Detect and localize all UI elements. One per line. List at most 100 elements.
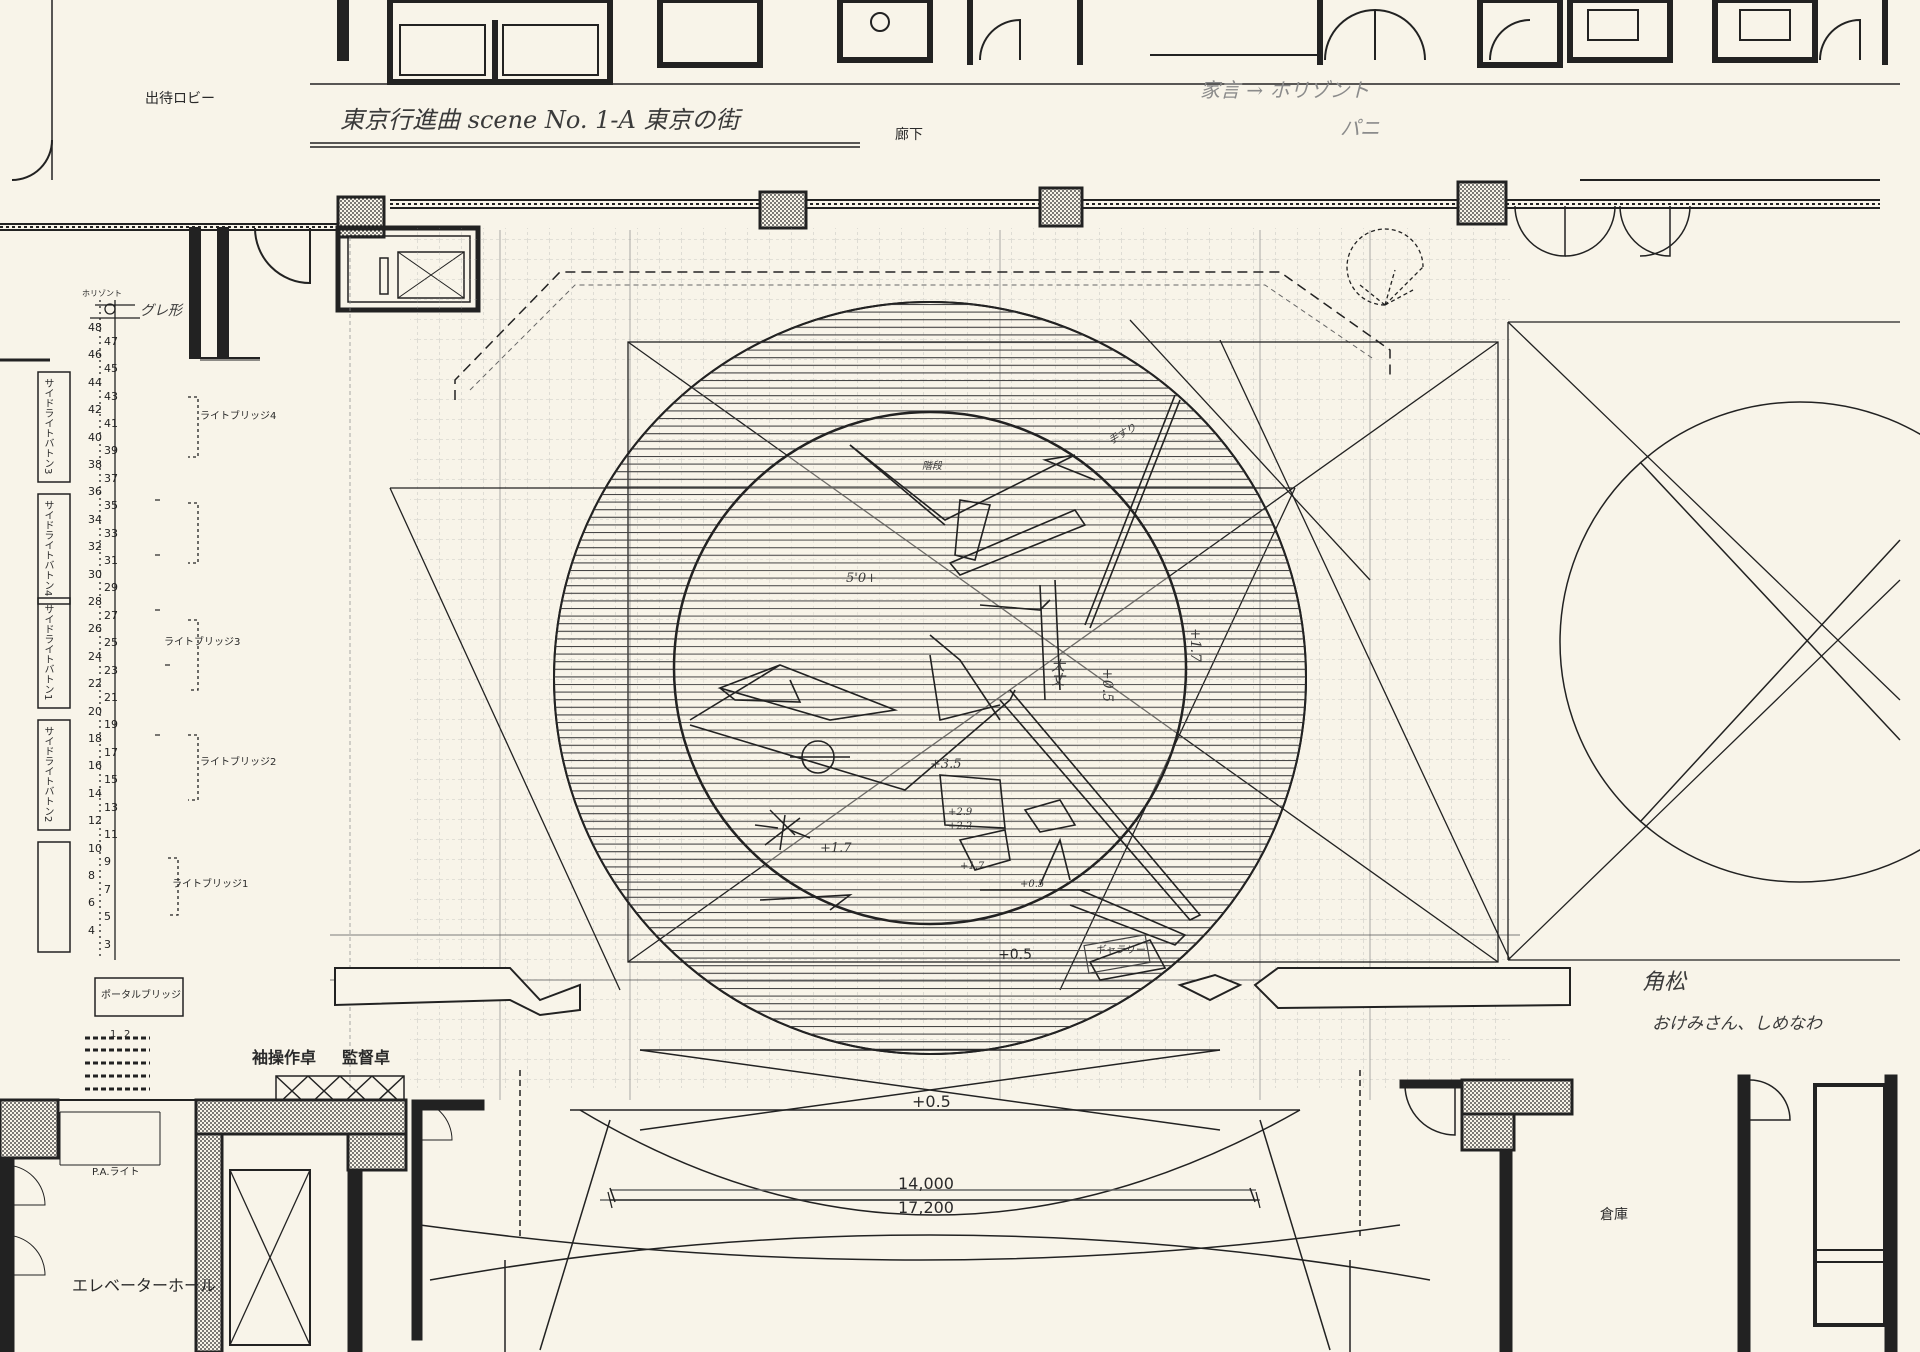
batten-number: 9 [104, 855, 111, 869]
batten-number: 39 [104, 444, 118, 458]
light-bridge-2: ライトブリッジ2 [200, 757, 277, 768]
batten-number: 16 [88, 759, 102, 773]
batten-number: 48 [88, 321, 102, 334]
batten-number: 22 [88, 677, 102, 691]
light-bridge-1: ライトブリッジ1 [172, 879, 249, 890]
room-corridor: 廊下 [895, 127, 923, 143]
side-batten-4: サイドライトバトン4 [42, 500, 53, 597]
batten-number: 23 [104, 663, 118, 677]
batten-number: 43 [104, 389, 118, 403]
right-wall-doors [1514, 179, 1880, 257]
light-bridge-3: ライトブリッジ3 [164, 637, 241, 648]
tree-sketch [754, 809, 811, 851]
side-batten-1: サイドライトバトン1 [42, 604, 53, 701]
level-stairs-top: +2.9 [948, 807, 973, 818]
set-pieces [689, 394, 1202, 981]
batten-number: 11 [104, 827, 118, 841]
batten-number: 40 [88, 430, 102, 444]
batten-number: 34 [88, 512, 102, 526]
bottom-number-1: 1 [110, 1029, 117, 1040]
batten-number: 18 [88, 732, 102, 745]
batten-number: 44 [88, 375, 102, 389]
batten-number: 27 [104, 608, 118, 622]
gallery-note: ギャラリー [1095, 945, 1145, 956]
batten-number: 35 [104, 499, 118, 513]
bottom-battens [85, 1036, 150, 1091]
gallery-box [1083, 934, 1151, 974]
right-turntable-circle [1559, 401, 1920, 883]
batten-number: 31 [104, 553, 118, 567]
level-platform: +3.5 [930, 757, 962, 772]
pencil-note-pani: パニ [1340, 116, 1380, 140]
proscenium-pieces [334, 967, 1571, 1017]
batten-number: 28 [88, 595, 102, 608]
batten-number: 42 [88, 403, 102, 417]
batten-number: 30 [88, 567, 102, 581]
batten-number: 20 [88, 704, 102, 718]
rigging-rail [90, 300, 140, 960]
pencil-note-horizon: 家言 → ホリゾント [1200, 78, 1370, 102]
bridge-bracket-ends [155, 499, 170, 736]
batten-number: 10 [88, 841, 102, 855]
room-elevator-hall: エレベーターホール [72, 1276, 217, 1295]
batten-number: 5 [104, 910, 111, 924]
main-turntable [553, 301, 1307, 1055]
batten-number: 13 [104, 800, 118, 814]
batten-number: 41 [104, 416, 118, 430]
kadomatsu-note: 角松 [1642, 970, 1687, 995]
crane-note: グレ形 [140, 303, 182, 319]
supervisor-desk-label: 監督卓 [342, 1048, 391, 1067]
batten-number: 29 [104, 581, 118, 595]
dimension-lines [607, 1191, 1261, 1209]
room-lobby: 出待ロビー [145, 91, 215, 107]
batten-number: 36 [88, 485, 102, 499]
batten-number: 12 [88, 814, 102, 828]
level-apron: +0.5 [912, 1092, 951, 1111]
batten-number: 47 [104, 334, 118, 348]
top-building-walls [11, 0, 1900, 181]
batten-number: 24 [88, 649, 102, 663]
batten-number: 17 [104, 745, 118, 759]
batten-number: 46 [88, 348, 102, 362]
portal-bridge-label: ポータルブリッジ [101, 990, 181, 1001]
batten-number: 32 [88, 540, 102, 554]
light-bridge-brackets [168, 396, 199, 916]
level-center: +0.5 [1099, 668, 1115, 702]
light-bridge-4: ライトブリッジ4 [200, 411, 277, 422]
dimension-inner: 14,000 [898, 1174, 954, 1193]
batten-number: 3 [104, 937, 111, 951]
cyclorama-dashed-outline [454, 271, 1391, 400]
wing-desk-label: 袖操作卓 [252, 1048, 317, 1067]
batten-number: 25 [104, 636, 118, 650]
side-batten-3: サイドライトバトン3 [42, 378, 53, 475]
batten-number: 21 [104, 690, 118, 704]
batten-number: 7 [104, 882, 111, 896]
batten-number: 15 [104, 773, 118, 787]
apron [419, 1049, 1431, 1352]
pa-light-label: P.A.ライト [92, 1167, 140, 1178]
mid-label: 大丈 [1049, 658, 1065, 686]
batten-number: 38 [88, 458, 102, 471]
title-underline [310, 142, 860, 148]
room-storage: 倉庫 [1600, 1207, 1628, 1223]
batten-number: 6 [88, 896, 95, 910]
top-batten-label: ホリゾント [82, 289, 122, 298]
level-left: +1.7 [820, 841, 852, 856]
batten-number: 26 [88, 622, 102, 636]
level-low: +0.5 [1020, 879, 1045, 890]
bottom-right-building [1399, 1074, 1898, 1352]
bottom-left-building [0, 1098, 485, 1352]
spiral-stair [1346, 228, 1424, 306]
bottom-number-2: 2 [124, 1029, 131, 1040]
level-upper: 5'0+ [846, 571, 878, 586]
level-lower: +1.7 [960, 861, 985, 872]
left-walls [0, 227, 311, 362]
portal-bridge-box [94, 977, 184, 1017]
level-stairs-bottom: +2.2 [948, 821, 973, 832]
batten-number: 45 [104, 362, 118, 376]
level-front: +0.5 [998, 947, 1032, 963]
batten-number: 14 [88, 786, 102, 800]
main-corridor-wall [0, 199, 1880, 231]
